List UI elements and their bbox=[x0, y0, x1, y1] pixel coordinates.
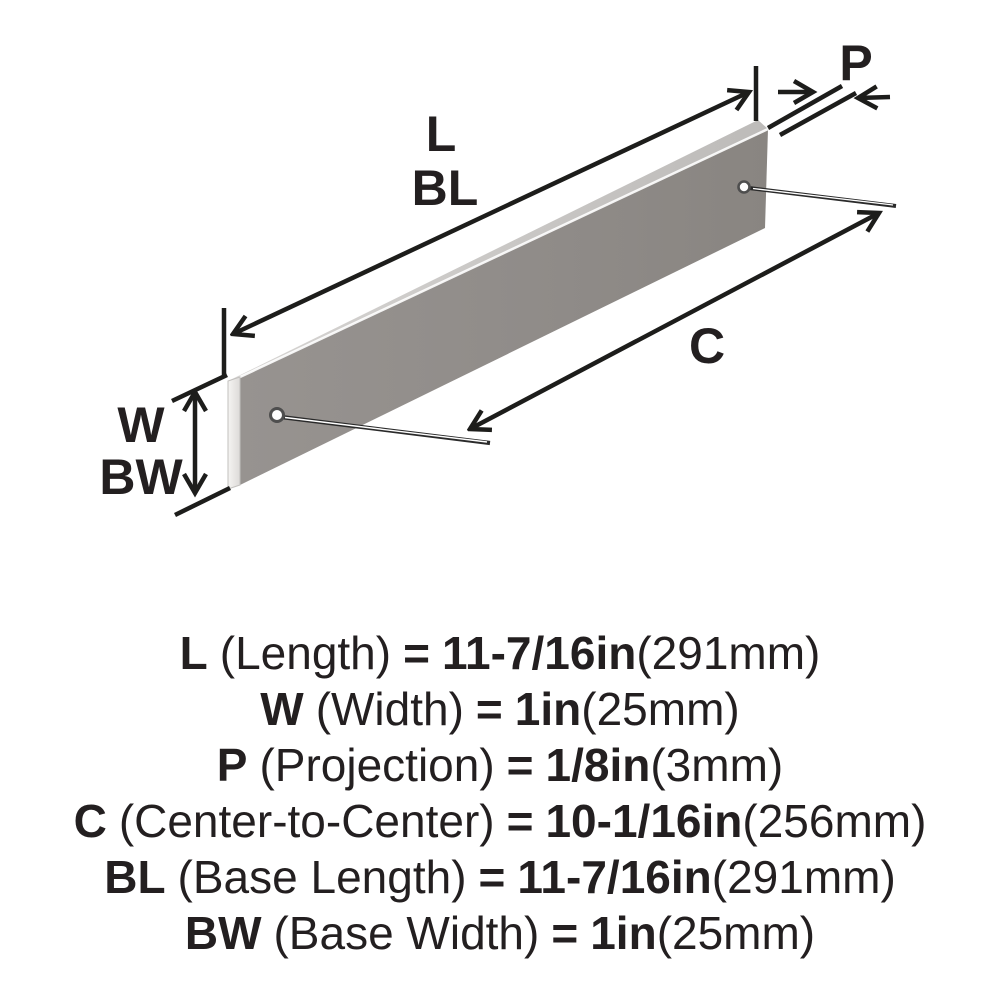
spec-name: (Projection) bbox=[259, 739, 495, 791]
spec-metric-value: (3mm) bbox=[650, 739, 784, 791]
spec-inch-value: 11-7/16in bbox=[441, 627, 637, 679]
leader-line-left bbox=[280, 414, 491, 446]
spec-metric-value: (291mm) bbox=[636, 627, 821, 679]
spec-metric-value: (256mm) bbox=[742, 795, 927, 847]
equals-sign: = bbox=[506, 739, 534, 791]
label-center-to-center: C bbox=[689, 318, 725, 374]
spec-name: (Center-to-Center) bbox=[118, 795, 495, 847]
dim-arrow-projection-right bbox=[853, 84, 891, 111]
label-base-width: BW bbox=[99, 449, 183, 505]
dim-tick-projection-front bbox=[766, 84, 844, 130]
spec-metric-value: (25mm) bbox=[581, 683, 740, 735]
equals-sign: = bbox=[403, 627, 430, 679]
dimension-lines bbox=[171, 66, 891, 518]
spec-metric-value: (291mm) bbox=[711, 851, 896, 903]
bar-top-highlight bbox=[239, 127, 769, 379]
spec-inch-value: 1/8in bbox=[545, 739, 651, 791]
bar-front-face bbox=[240, 129, 768, 485]
spec-inch-value: 10-1/16in bbox=[545, 795, 743, 847]
spec-symbol: BW bbox=[184, 907, 262, 959]
spec-name: (Base Length) bbox=[177, 851, 467, 903]
dim-tick-width-bottom bbox=[174, 485, 231, 518]
spec-line-base-width: BW(Base Width)=1in(25mm) bbox=[185, 905, 815, 961]
edge-pull-bar bbox=[227, 120, 897, 490]
spec-metric-value: (25mm) bbox=[656, 907, 816, 959]
label-length: L bbox=[426, 106, 457, 162]
dim-line-length bbox=[233, 92, 749, 334]
spec-line-projection: P(Projection)=1/8in(3mm) bbox=[217, 737, 783, 793]
spec-symbol: L bbox=[179, 627, 208, 679]
bar-end-face bbox=[227, 376, 241, 490]
dim-tick-width-top bbox=[171, 372, 228, 404]
spec-line-length: L(Length)=11-7/16in(291mm) bbox=[180, 625, 821, 681]
equals-sign: = bbox=[551, 907, 579, 959]
label-width: W bbox=[117, 397, 165, 453]
bar-top-face bbox=[228, 120, 768, 381]
spec-name: (Base Width) bbox=[273, 907, 540, 959]
spec-name: (Width) bbox=[315, 683, 464, 735]
spec-symbol: P bbox=[216, 739, 248, 791]
spec-line-center-to-center: C(Center-to-Center)=10-1/16in(256mm) bbox=[74, 793, 927, 849]
leader-line-right bbox=[748, 186, 897, 208]
equals-sign: = bbox=[475, 683, 503, 735]
spec-name: (Length) bbox=[219, 627, 392, 679]
label-projection: P bbox=[839, 35, 872, 91]
screw-hole-right bbox=[737, 180, 751, 194]
pull-dimension-diagram: L BL W BW P C bbox=[99, 35, 897, 518]
equals-sign: = bbox=[478, 851, 506, 903]
spec-line-width: W(Width)=1in(25mm) bbox=[260, 681, 739, 737]
spec-inch-value: 11-7/16in bbox=[517, 851, 712, 903]
dimension-spec-list: L(Length)=11-7/16in(291mm) W(Width)=1in(… bbox=[0, 625, 1000, 961]
dim-tick-projection-back bbox=[778, 91, 858, 137]
dim-line-center-to-center bbox=[470, 213, 879, 429]
equals-sign: = bbox=[506, 795, 534, 847]
spec-inch-value: 1in bbox=[514, 683, 582, 735]
spec-symbol: BL bbox=[104, 851, 166, 903]
spec-symbol: C bbox=[73, 795, 107, 847]
spec-line-base-length: BL(Base Length)=11-7/16in(291mm) bbox=[104, 849, 896, 905]
spec-symbol: W bbox=[260, 683, 304, 735]
label-base-length: BL bbox=[412, 160, 479, 216]
screw-hole-left bbox=[269, 407, 285, 423]
spec-inch-value: 1in bbox=[590, 907, 657, 959]
